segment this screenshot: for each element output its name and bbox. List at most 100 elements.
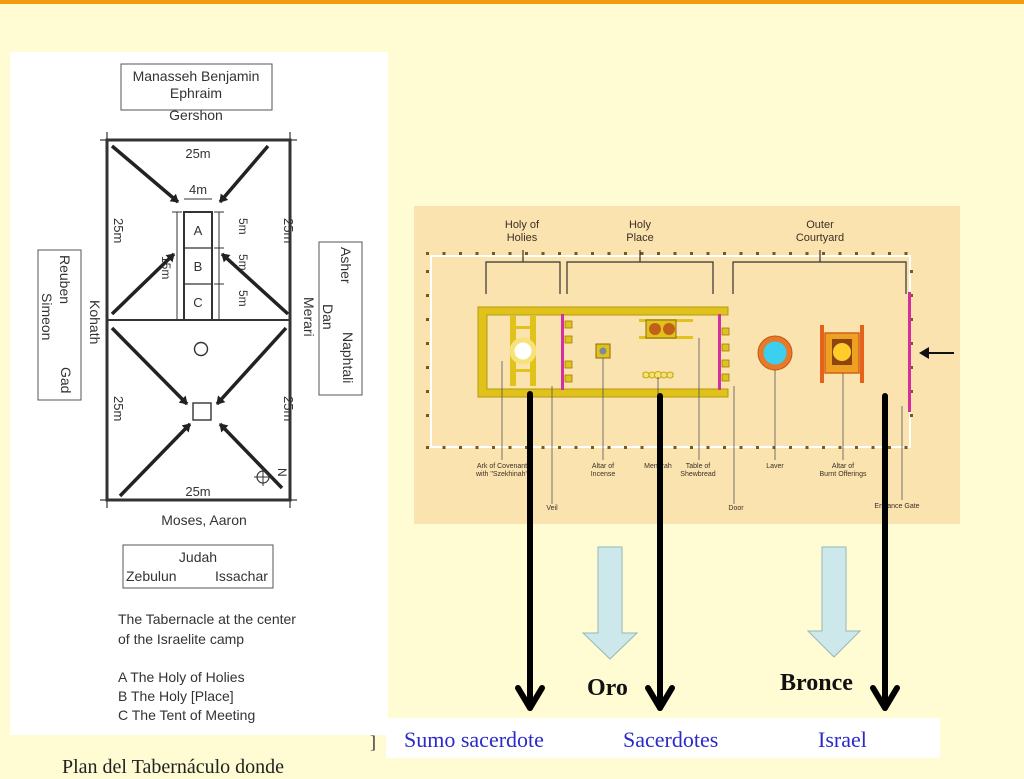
inner-veil <box>561 314 564 390</box>
label-laver: Laver <box>766 463 784 470</box>
bottom-tribe-judah: Judah <box>179 549 217 565</box>
group-israel: Israel <box>818 727 867 752</box>
room-c-label: C <box>193 295 202 310</box>
courtyard-post <box>855 252 858 255</box>
top-tribes-line2: Ephraim <box>170 85 222 101</box>
courtyard-post <box>871 252 875 255</box>
room-a-label: A <box>194 223 203 238</box>
courtyard-post <box>525 446 528 449</box>
altar-square <box>192 402 212 421</box>
courtyard-post <box>508 446 512 449</box>
courtyard-post <box>640 252 644 255</box>
courtyard-post <box>492 252 495 255</box>
courtyard-post <box>789 446 792 449</box>
left-tribes-box <box>37 249 82 401</box>
courtyard-post <box>492 446 495 449</box>
right-tribe-asher: Asher <box>338 247 354 284</box>
courtyard-post <box>706 446 710 449</box>
door-curtain <box>718 314 721 390</box>
dim-left-upper: 25m <box>111 218 126 243</box>
bottom-tribe-issachar: Issachar <box>215 568 268 584</box>
courtyard-posts <box>426 252 913 449</box>
courtyard-post <box>475 446 479 449</box>
courtyard-post <box>673 446 677 449</box>
camp-diagram: Manasseh Benjamin Ephraim Gershon 25m 25… <box>10 52 388 735</box>
door-posts <box>721 327 730 382</box>
courtyard-post <box>723 446 726 449</box>
metal-gold-label: Oro <box>587 675 628 701</box>
courtyard-post <box>591 446 594 449</box>
courtyard-post <box>426 342 429 345</box>
courtyard-post <box>541 446 545 449</box>
courtyard-post <box>442 446 446 449</box>
courtyard-post <box>855 446 858 449</box>
label-ark-l2: with "Szekhinah" <box>475 471 529 478</box>
camp-legend-c: C The Tent of Meeting <box>118 707 255 723</box>
courtyard-post <box>756 252 759 255</box>
courtyard-post <box>426 414 429 417</box>
courtyard-post <box>910 318 913 321</box>
section-holy-place-l2: Place <box>626 232 654 244</box>
gold-down-arrow <box>581 546 639 660</box>
courtyard-post <box>607 252 611 255</box>
top-accent-bar <box>0 0 1024 4</box>
label-door: Door <box>728 505 744 512</box>
courtyard-post <box>690 252 693 255</box>
courtyard-post <box>558 446 561 449</box>
section-brackets <box>485 250 907 294</box>
courtyard-post <box>904 252 908 255</box>
dim-seg-b: 5m <box>236 254 250 271</box>
courtyard-post <box>805 446 809 449</box>
veil-posts <box>564 320 573 383</box>
ark-shekhinah <box>509 337 537 365</box>
courtyard-post <box>822 252 825 255</box>
tabernacle-rect <box>183 211 213 321</box>
label-altar-incense-l2: Incense <box>591 471 616 478</box>
courtyard-post <box>426 390 429 393</box>
courtyard-post <box>772 252 776 255</box>
tent-walls <box>477 306 729 398</box>
dim-seg-c: 5m <box>236 290 250 307</box>
section-holy-place-l1: Holy <box>629 219 652 231</box>
dim-inner-width: 4m <box>189 182 207 197</box>
courtyard-post <box>910 270 913 273</box>
right-tribe-naphtali: Naphtali <box>340 332 356 383</box>
courtyard-post <box>910 294 913 297</box>
label-veil: Veil <box>546 505 558 512</box>
courtyard-post <box>805 252 809 255</box>
label-shewbread-l2: Shewbread <box>680 471 716 478</box>
courtyard-post <box>657 252 660 255</box>
courtyard-post <box>690 446 693 449</box>
label-ark-l1: Ark of Covenant <box>477 463 527 470</box>
group-priests: Sacerdotes <box>623 727 719 752</box>
courtyard-post <box>756 446 759 449</box>
courtyard-post <box>558 252 561 255</box>
courtyard-post <box>910 414 913 417</box>
label-altar-burnt-l1: Altar of <box>832 463 854 470</box>
courtyard-post <box>739 252 743 255</box>
section-holy-of-holies-l2: Holies <box>507 232 538 244</box>
courtyard-post <box>426 366 429 369</box>
courtyard-post <box>838 252 842 255</box>
camp-caption-line2: of the Israelite camp <box>118 631 244 647</box>
courtyard-post <box>426 446 429 449</box>
left-tribe-simeon: Simeon <box>39 293 55 340</box>
camp-legend-b: B The Holy [Place] <box>118 688 234 704</box>
courtyard-post <box>426 252 429 255</box>
courtyard-post <box>888 252 891 255</box>
convergence-arrows <box>110 144 290 498</box>
courtyard-post <box>739 446 743 449</box>
bottom-tribe-zebulun: Zebulun <box>126 568 177 584</box>
metal-bronze-label: Bronce <box>780 670 853 696</box>
groups-legend: Sumo sacerdote Sacerdotes Israel <box>386 718 940 758</box>
top-tribes-line1: Manasseh Benjamin <box>133 68 260 84</box>
courtyard-post <box>706 252 710 255</box>
courtyard-post <box>640 446 644 449</box>
courtyard-post <box>772 446 776 449</box>
label-entrance-gate: Entrance Gate <box>874 503 919 510</box>
left-clan-kohath: Kohath <box>87 300 103 344</box>
dim-right-upper: 25m <box>281 218 296 243</box>
courtyard-post <box>910 366 913 369</box>
compass-n-label: N <box>275 468 289 477</box>
